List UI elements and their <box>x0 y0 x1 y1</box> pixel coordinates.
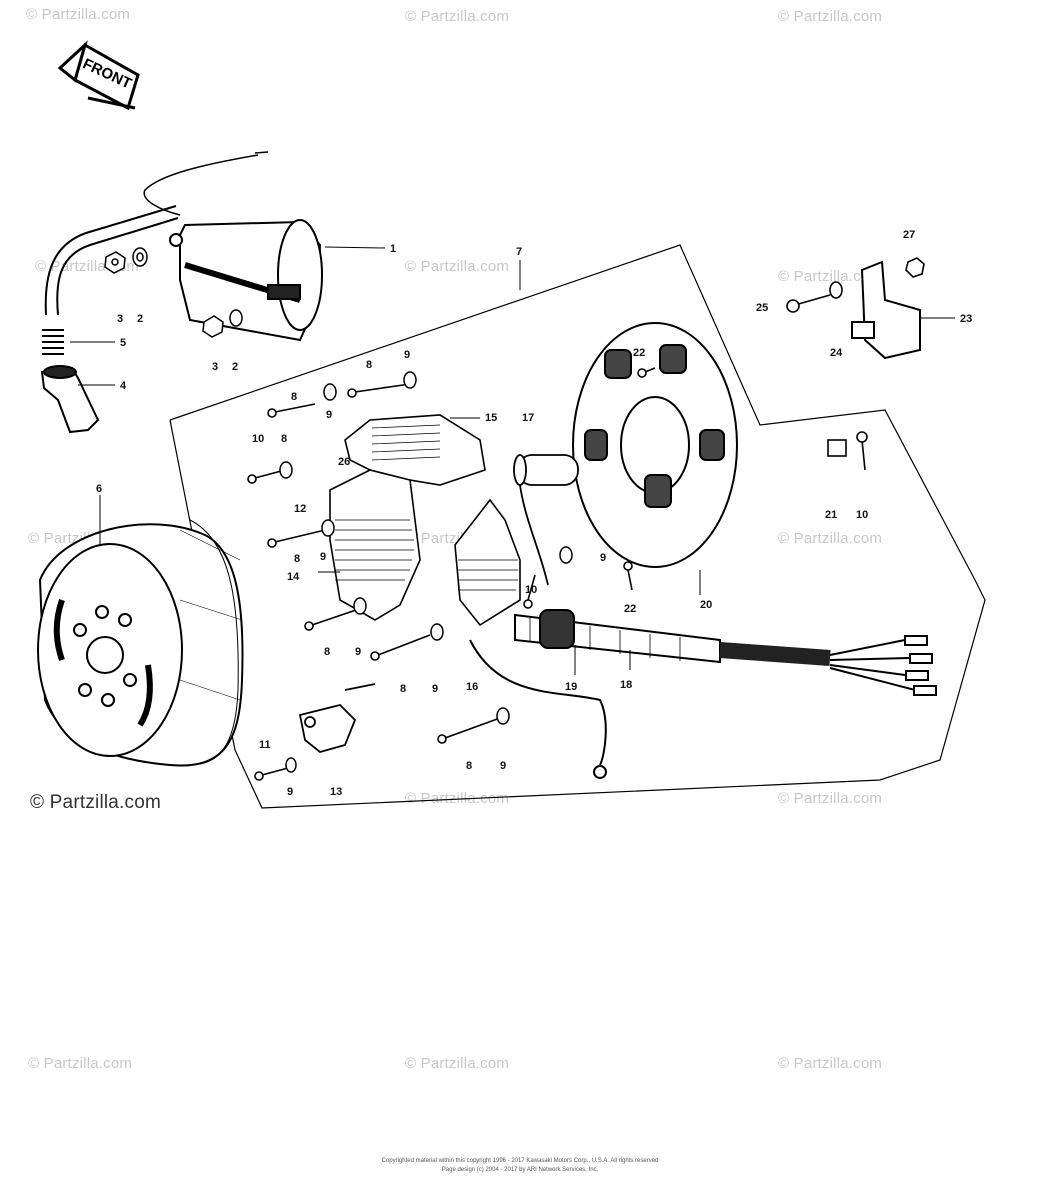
callout-3: 3 <box>117 313 123 325</box>
watermark: © Partzilla.com <box>30 792 162 813</box>
callout-17: 17 <box>522 412 534 424</box>
front-arrow: FRONT <box>57 40 140 111</box>
callout-25: 25 <box>756 302 768 314</box>
callout-8: 8 <box>281 433 287 445</box>
condenser <box>513 454 579 586</box>
stator-coils <box>329 414 521 627</box>
washers <box>279 371 573 773</box>
watermark: © Partzilla.com <box>405 1055 510 1072</box>
ignition-coil <box>169 219 323 342</box>
callout-14: 14 <box>287 571 300 583</box>
callout-26: 26 <box>338 456 350 468</box>
leader-lines <box>70 246 955 675</box>
coil-hardware <box>104 247 243 338</box>
callout-5: 5 <box>120 337 126 349</box>
watermark: © Partzilla.com <box>778 1055 883 1072</box>
coil-wire <box>143 151 269 216</box>
callout-8: 8 <box>466 760 472 772</box>
callout-19: 19 <box>565 681 577 693</box>
callout-9: 9 <box>287 786 293 798</box>
plug-cap <box>40 365 100 434</box>
watermark: © Partzilla.com <box>405 790 510 807</box>
callout-9: 9 <box>432 683 438 695</box>
callout-10: 10 <box>856 509 868 521</box>
callout-18: 18 <box>620 679 632 691</box>
callout-9: 9 <box>600 552 606 564</box>
callout-8: 8 <box>400 683 406 695</box>
callout-8: 8 <box>294 553 300 565</box>
flywheel-rotor <box>37 519 244 767</box>
callout-12: 12 <box>294 503 306 515</box>
callout-2: 2 <box>137 313 143 325</box>
callout-9: 9 <box>326 409 332 421</box>
callout-3: 3 <box>212 361 218 373</box>
stator-plate <box>572 322 738 568</box>
watermark: © Partzilla.com <box>778 8 883 25</box>
watermark: © Partzilla.com <box>26 6 131 23</box>
callout-22: 22 <box>624 603 636 615</box>
callout-21: 21 <box>825 509 837 521</box>
callout-27: 27 <box>903 229 915 241</box>
copyright-footer: Copyrighted material within this copyrig… <box>360 1157 680 1175</box>
callout-8: 8 <box>324 646 330 658</box>
watermark: © Partzilla.com <box>405 8 510 25</box>
callout-7: 7 <box>516 246 522 258</box>
callout-15: 15 <box>485 412 497 424</box>
callout-16: 16 <box>466 681 478 693</box>
plug-lead <box>44 205 179 316</box>
callout-23: 23 <box>960 313 972 325</box>
callout-8: 8 <box>366 359 372 371</box>
spring <box>42 329 64 355</box>
callout-9: 9 <box>404 349 410 361</box>
callout-4: 4 <box>120 380 127 392</box>
part-callouts: 1 2 2 3 3 4 5 6 7 8 8 8 8 8 8 8 9 9 9 9 … <box>96 229 972 798</box>
footer-line-2: Page design (c) 2004 - 2017 by ARI Netwo… <box>441 1167 599 1173</box>
callout-10: 10 <box>252 433 264 445</box>
watermark: © Partzilla.com <box>778 530 883 547</box>
callout-11: 11 <box>259 739 271 751</box>
callout-1: 1 <box>390 243 396 255</box>
callout-10: 10 <box>525 584 537 596</box>
callout-2: 2 <box>232 361 238 373</box>
screw-bolts <box>247 257 925 781</box>
watermark: © Partzilla.com <box>405 258 510 275</box>
callout-9: 9 <box>355 646 361 658</box>
contact-breaker <box>298 683 376 753</box>
callout-24: 24 <box>830 347 843 359</box>
callout-13: 13 <box>330 786 342 798</box>
watermark: © Partzilla.com <box>28 1055 133 1072</box>
callout-20: 20 <box>700 599 712 611</box>
callout-8: 8 <box>291 391 297 403</box>
callout-6: 6 <box>96 483 102 495</box>
callout-9: 9 <box>500 760 506 772</box>
watermark: © Partzilla.com <box>778 268 883 285</box>
callout-22: 22 <box>633 347 645 359</box>
footer-line-1: Copyrighted material within this copyrig… <box>381 1158 659 1164</box>
watermark: © Partzilla.com <box>778 790 883 807</box>
regulator <box>851 260 921 360</box>
callout-9: 9 <box>320 551 326 563</box>
wire-harness <box>469 609 937 779</box>
